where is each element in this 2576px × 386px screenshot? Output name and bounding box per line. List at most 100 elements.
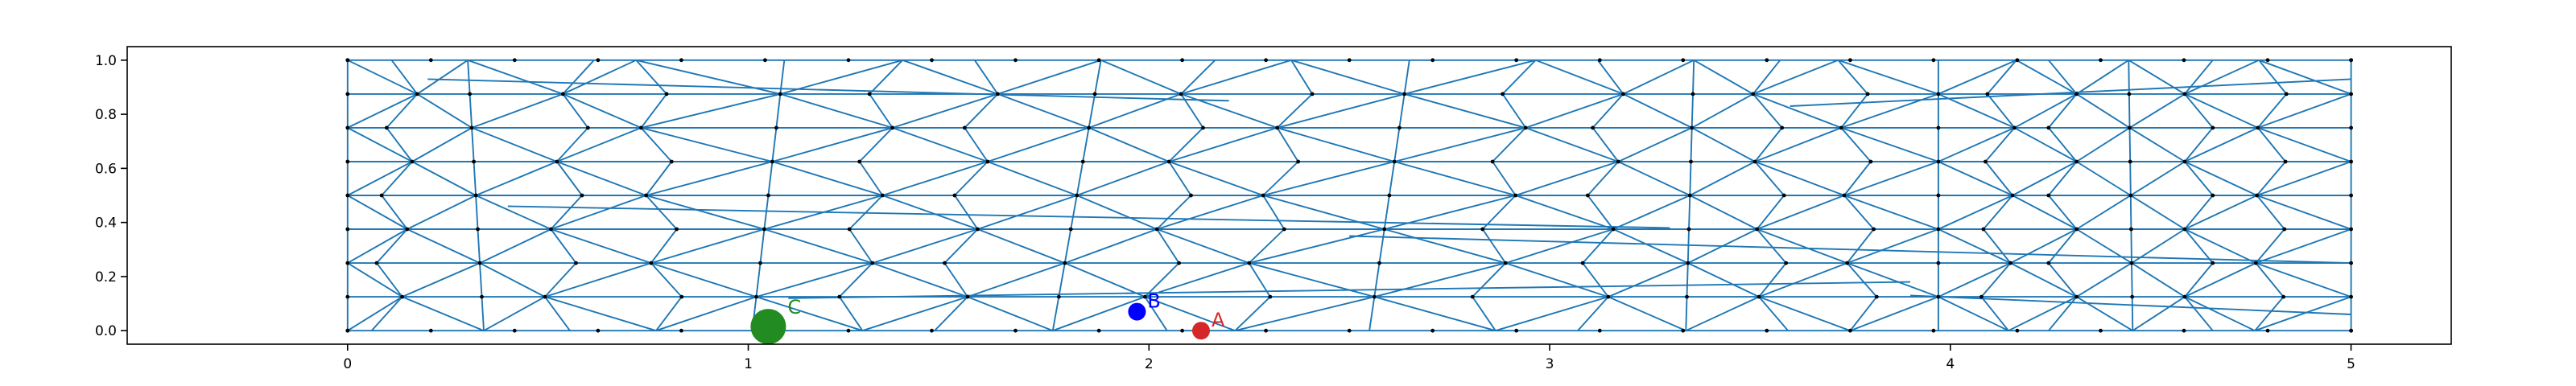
mesh-edge-344: [1612, 228, 1689, 264]
mesh-edge-574: [2258, 59, 2351, 95]
mesh-edge-195: [977, 195, 1078, 230]
mesh-edge-23: [347, 93, 418, 129]
mesh-node-193: [1985, 92, 1990, 96]
mesh-node-208: [2182, 294, 2187, 299]
mesh-node-48: [2265, 328, 2270, 333]
mesh-edge-320: [1515, 195, 1614, 230]
mesh-node-45: [2015, 328, 2020, 333]
mesh-edge-67: [483, 296, 546, 332]
mesh-node-103: [837, 294, 842, 299]
mesh-node-70: [405, 227, 410, 232]
mesh-edge-221: [1076, 161, 1170, 196]
mesh-node-120: [1075, 193, 1080, 198]
mesh-node-18: [1848, 58, 1852, 63]
mesh-edge-352: [1686, 228, 1690, 264]
mesh-edge-405: [1840, 127, 1872, 162]
mesh-node-168: [1755, 227, 1760, 232]
mesh-edge-19: [347, 228, 408, 264]
mesh-node-74: [415, 92, 419, 96]
mesh-node-38: [1430, 328, 1435, 333]
mesh-edge-551: [2255, 262, 2285, 298]
mesh-edge-448: [1938, 93, 2015, 129]
mesh-node-33: [1013, 328, 1018, 333]
mesh-edge-120: [646, 195, 765, 230]
mesh-node-173: [1874, 294, 1879, 299]
mesh-node-19: [1931, 58, 1936, 63]
mesh-node-170: [1752, 159, 1757, 164]
mesh-edge-327: [1582, 228, 1614, 264]
mesh-node-122: [1087, 125, 1091, 130]
mesh-node-155: [1585, 193, 1590, 198]
mesh-node-163: [1689, 159, 1693, 164]
mesh-edge-454: [1984, 161, 2013, 196]
mesh-edge-175: [934, 296, 968, 331]
mesh-edge-346: [1617, 161, 1690, 196]
mesh-node-131: [1268, 294, 1273, 299]
mesh-node-64: [345, 92, 350, 96]
mesh-edge-321: [1515, 161, 1619, 196]
mesh-edge-445: [1938, 195, 2013, 230]
mesh-edge-470: [2012, 195, 2078, 230]
mesh-edge-182: [974, 60, 999, 95]
mesh-edge-323: [1525, 93, 1624, 129]
mesh-edge-542: [2184, 296, 2256, 332]
mesh-edge-298: [1404, 92, 1526, 129]
mesh-edge-324: [1535, 59, 1624, 95]
mesh-edge-471: [2012, 161, 2078, 196]
mesh-edge-531: [2184, 93, 2214, 129]
mesh-node-78: [473, 193, 478, 198]
mesh-node-89: [679, 294, 684, 299]
mesh-edge-218: [1064, 262, 1146, 298]
mesh-edge-447: [1938, 127, 2015, 162]
mesh-edge-402: [1846, 228, 1875, 264]
mesh-edge-588: [1909, 294, 2351, 315]
mesh-edge-584: [507, 205, 1670, 229]
mesh-edge-443: [1938, 262, 2011, 298]
mesh-node-133: [1282, 227, 1286, 232]
mesh-node-192: [2013, 125, 2017, 130]
mesh-node-174: [1845, 261, 1850, 265]
mesh-node-137: [1310, 92, 1315, 96]
mesh-edge-502: [2130, 228, 2132, 264]
mesh-edge-424: [1838, 59, 1939, 95]
mesh-edge-367: [1685, 296, 1760, 332]
mesh-node-32: [930, 328, 934, 333]
mesh-edge-94: [551, 228, 652, 264]
mesh-node-84: [549, 227, 553, 232]
mesh-node-62: [345, 125, 350, 130]
mesh-edge-351: [1686, 263, 1689, 298]
mesh-edge-119: [650, 228, 765, 265]
mesh-node-52: [345, 294, 350, 299]
mesh-edge-102: [650, 228, 678, 264]
mesh-edge-253: [1262, 195, 1286, 230]
mesh-node-67: [2349, 58, 2354, 63]
mesh-edge-377: [1756, 228, 1787, 264]
mesh-node-28: [596, 328, 601, 333]
mesh-node-57: [2349, 227, 2354, 232]
mesh-edge-450: [1980, 296, 2009, 331]
mesh-edge-43: [402, 262, 481, 298]
mesh-node-85: [580, 193, 584, 198]
mesh-edge-178: [954, 195, 979, 230]
mesh-edge-569: [2255, 228, 2351, 264]
mesh-node-20: [2015, 58, 2020, 63]
mesh-node-159: [1685, 294, 1689, 299]
mesh-node-17: [1765, 58, 1769, 63]
mesh-node-219: [2283, 159, 2288, 164]
mesh-node-172: [1751, 92, 1756, 96]
mesh-edge-28: [381, 195, 408, 230]
mesh-node-121: [1080, 159, 1085, 164]
mesh-edge-525: [2184, 296, 2214, 331]
mesh-node-109: [867, 92, 872, 96]
mesh-node-206: [2128, 125, 2132, 130]
mesh-edge-232: [1180, 60, 1216, 95]
mesh-node-152: [1606, 294, 1611, 299]
point-c: [750, 309, 786, 345]
mesh-edge-173: [892, 92, 998, 129]
mesh-edge-117: [655, 296, 757, 332]
mesh-edge-400: [1849, 296, 1878, 331]
mesh-edge-200: [1051, 296, 1060, 331]
mesh-edge-479: [2048, 161, 2078, 196]
mesh-node-213: [2211, 125, 2215, 130]
mesh-node-97: [758, 261, 762, 265]
